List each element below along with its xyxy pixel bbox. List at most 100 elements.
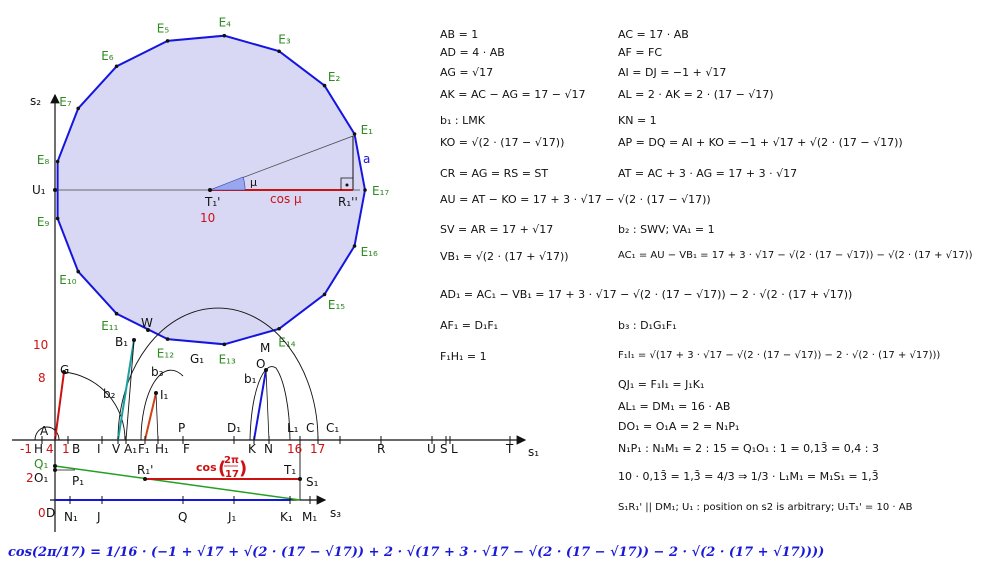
vertex-label: E₁: [361, 123, 374, 137]
label-g: G: [60, 363, 69, 377]
num-zero: 0: [38, 506, 46, 520]
label-k1: K₁: [280, 510, 293, 524]
vertex-label: E₁₅: [328, 298, 345, 312]
label-l: L: [451, 442, 458, 456]
final-cos-formula: cos(2π/17) = 1/16 · (−1 + √17 + √(2 · (1…: [8, 545, 825, 560]
vertex-label: E₁₀: [59, 273, 76, 287]
label-m: M: [260, 341, 270, 355]
seg-vb1: [117, 339, 135, 441]
eq-ag: AG = √17: [440, 66, 494, 79]
label-n: N: [264, 442, 273, 456]
seg-h1i1: [155, 392, 159, 441]
arc-b3: [140, 369, 184, 441]
red-number-labels: 10 8 -1 4 1 16 17 2 0: [20, 338, 325, 520]
vertex-label: E₁₂: [157, 347, 174, 361]
vertex-label: E₁₁: [101, 319, 118, 333]
s1-axis-label: s₁: [528, 445, 539, 459]
eq-f1h1: F₁H₁ = 1: [440, 350, 487, 363]
vertex-dot: [352, 244, 357, 248]
seg-no: [265, 369, 270, 441]
vertex-label: E₂: [328, 70, 341, 84]
vertex-dot: [277, 326, 281, 331]
label-q1: Q₁: [34, 457, 48, 471]
vertex-dot: [352, 132, 357, 136]
label-g1: G₁: [190, 352, 204, 366]
arc-b1: [249, 366, 291, 441]
eq-al: AL = 2 · AK = 2 · (17 − √17): [618, 88, 774, 101]
vertex-dot: [76, 269, 81, 274]
label-b1-pt: B₁: [115, 335, 128, 349]
vertex-dot: [165, 39, 170, 43]
label-a1: A₁: [124, 442, 137, 456]
eq-qj1: QJ₁ = F₁I₁ = J₁K₁: [618, 378, 705, 391]
eq-vb1: VB₁ = √(2 · (17 + √17)): [440, 250, 569, 263]
label-t: T: [505, 442, 514, 456]
seg-a1b1: [125, 339, 135, 441]
eq-ratio: 10 · 0,13̄ = 1,3̄ = 4/3 ⇒ 1/3 · L₁M₁ = M…: [618, 470, 879, 483]
eq-b1: b₁ : LMK: [440, 114, 485, 127]
label-t1p: T₁': [204, 195, 220, 209]
vertex-dot: [114, 64, 119, 69]
cos-2pi-17-label: cos ( 2π 17 ): [196, 455, 247, 480]
label-r: R: [377, 442, 385, 456]
label-d: D: [46, 506, 55, 520]
arc-g: [63, 371, 126, 441]
label-w: W: [141, 316, 153, 330]
label-ten-red: 10: [200, 211, 215, 225]
svg-text:17: 17: [225, 469, 239, 480]
label-t1: T₁: [283, 463, 296, 477]
eq-ab: AB = 1: [440, 28, 479, 41]
vertex-dot: [222, 342, 227, 347]
vertex-dot: [165, 337, 170, 341]
num-seventeen: 17: [310, 442, 325, 456]
num-minus1: -1: [20, 442, 32, 456]
vertex-label: E₃: [278, 33, 291, 47]
label-j1: J₁: [227, 510, 237, 524]
label-r1p: R₁': [137, 463, 153, 477]
label-i: I: [97, 442, 101, 456]
label-o1: O₁: [34, 471, 48, 485]
label-k: K: [248, 442, 257, 456]
vertex-label: E₁₇: [372, 184, 389, 198]
num-eight: 8: [38, 371, 46, 385]
equations-panel: AB = 1 AC = 17 · AB AD = 4 · AB AF = FC …: [440, 28, 990, 528]
vertex-dot: [277, 49, 281, 54]
label-i1: I₁: [160, 388, 169, 402]
eq-b3: b₃ : D₁G₁F₁: [618, 319, 677, 332]
label-o: O: [256, 357, 265, 371]
green-line: [54, 465, 301, 501]
label-a: A: [40, 424, 49, 438]
label-l1: L₁: [287, 421, 299, 435]
label-side-a: a: [363, 152, 370, 166]
label-h1: H₁: [155, 442, 169, 456]
eq-ac: AC = 17 · AB: [618, 28, 689, 41]
s3-ticks: [69, 496, 311, 504]
seg-ag: [54, 371, 65, 441]
arc-b2: [117, 307, 319, 441]
eq-at: AT = AC + 3 · AG = 17 + 3 · √17: [618, 167, 798, 180]
svg-text:): ): [239, 458, 247, 479]
eq-af1: AF₁ = D₁F₁: [440, 319, 499, 332]
eq-s1r1: S₁R₁' || DM₁; U₁ : position on s2 is arb…: [618, 502, 913, 513]
eq-ad: AD = 4 · AB: [440, 46, 505, 59]
vertex-label: E₁₆: [361, 245, 378, 259]
label-b2: b₂: [103, 387, 116, 401]
label-p1: P₁: [72, 474, 84, 488]
eq-af: AF = FC: [618, 46, 663, 59]
label-j: J: [96, 510, 101, 524]
label-f: F: [183, 442, 190, 456]
label-c1: C₁: [326, 421, 339, 435]
label-cos-mu: cos μ: [270, 192, 302, 206]
vertex-label: E₈: [37, 153, 50, 167]
svg-text:2π: 2π: [224, 455, 239, 466]
num-sixteen: 16: [287, 442, 302, 456]
label-c: C: [306, 421, 314, 435]
num-four: 4: [46, 442, 54, 456]
label-p: P: [178, 421, 185, 435]
vertex-dot: [322, 83, 327, 88]
s3-axis-label: s₃: [330, 506, 341, 520]
s1-ticks: [41, 436, 511, 444]
eq-n1p1: N₁P₁ : N₁M₁ = 2 : 15 = Q₁O₁ : 1 = 0,13̄ …: [618, 442, 879, 455]
eq-al1: AL₁ = DM₁ = 16 · AB: [618, 400, 731, 413]
